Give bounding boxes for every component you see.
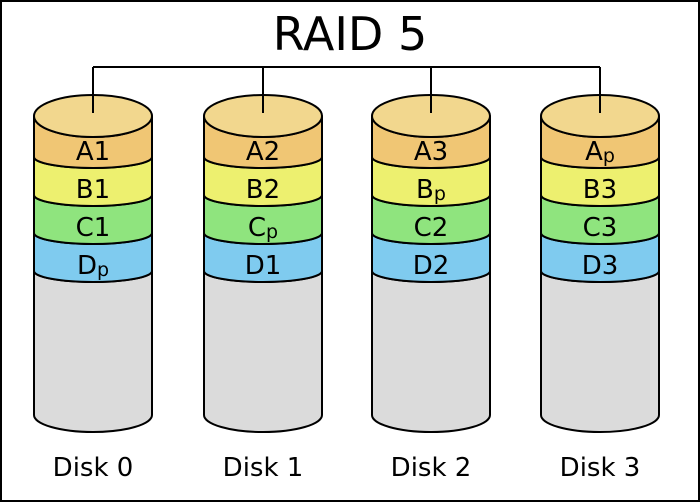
- block-label: D2: [413, 251, 450, 281]
- block-label: Cp: [248, 213, 278, 243]
- block-label: D3: [582, 251, 619, 281]
- block-label: C2: [414, 213, 449, 243]
- block-label: B3: [583, 175, 617, 205]
- disk-name-label: Disk 0: [53, 453, 134, 483]
- block-label: Dp: [77, 251, 109, 281]
- disk-body: [203, 270, 323, 433]
- disk-name-label: Disk 1: [223, 453, 304, 483]
- block-label: C1: [76, 213, 111, 243]
- block-label: A2: [246, 137, 280, 167]
- disk-2: A3 Bp C2 D2 Disk 2: [371, 67, 491, 483]
- disk-name-label: Disk 2: [391, 453, 472, 483]
- disk-1: A2 B2 Cp D1 Disk 1: [203, 67, 323, 483]
- disk-0: A1 B1 C1 Dp Disk 0: [33, 67, 153, 483]
- disk-3: Ap B3 C3 D3 Disk 3: [540, 67, 660, 483]
- block-label: C3: [583, 213, 618, 243]
- block-label: B2: [246, 175, 280, 205]
- block-label: A1: [76, 137, 110, 167]
- block-label: Bp: [416, 175, 446, 205]
- disk-body: [540, 270, 660, 433]
- diagram-title: RAID 5: [273, 7, 427, 61]
- block-label: A3: [414, 137, 448, 167]
- disk-body: [33, 270, 153, 433]
- disk-name-label: Disk 3: [560, 453, 641, 483]
- disk-body: [371, 270, 491, 433]
- block-label: D1: [245, 251, 282, 281]
- block-label: B1: [76, 175, 110, 205]
- block-label: Ap: [585, 137, 615, 167]
